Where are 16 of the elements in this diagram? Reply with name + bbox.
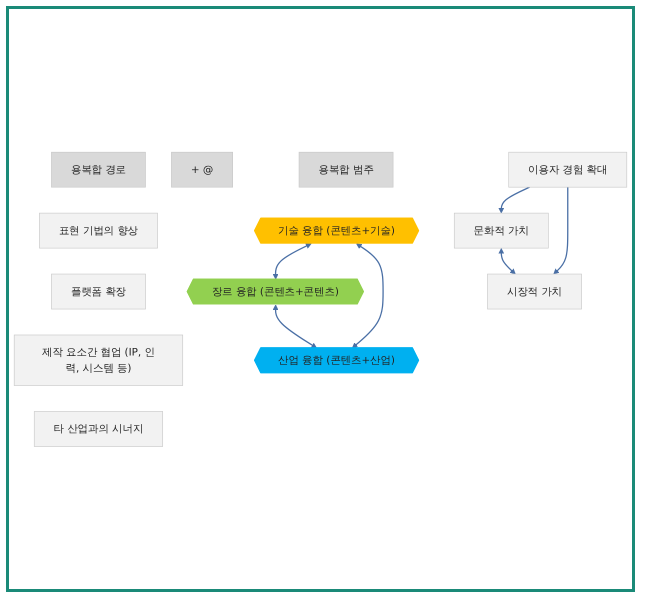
arrow: [352, 243, 384, 348]
node-box: 시장적 가치: [487, 273, 582, 310]
node-box: 용복합 경로: [51, 152, 146, 188]
node-box: 용복합 범주: [298, 152, 394, 188]
node-box: 제작 요소간 협업 (IP, 인력, 시스템 등): [14, 334, 184, 386]
arrow: [272, 304, 317, 348]
node-box: + @: [171, 152, 233, 188]
node-box: 문화적 가치: [454, 212, 549, 248]
node-box: 타 산업과의 시너지: [34, 410, 164, 446]
arrow: [498, 186, 530, 214]
node-box: 표현 기법의 향상: [39, 212, 158, 248]
node-box: 플랫폼 확장: [51, 273, 146, 310]
arrow: [553, 186, 568, 274]
node-box: 이용자 경험 확대: [508, 152, 628, 188]
arrow: [272, 243, 312, 280]
arrow: [498, 248, 516, 274]
